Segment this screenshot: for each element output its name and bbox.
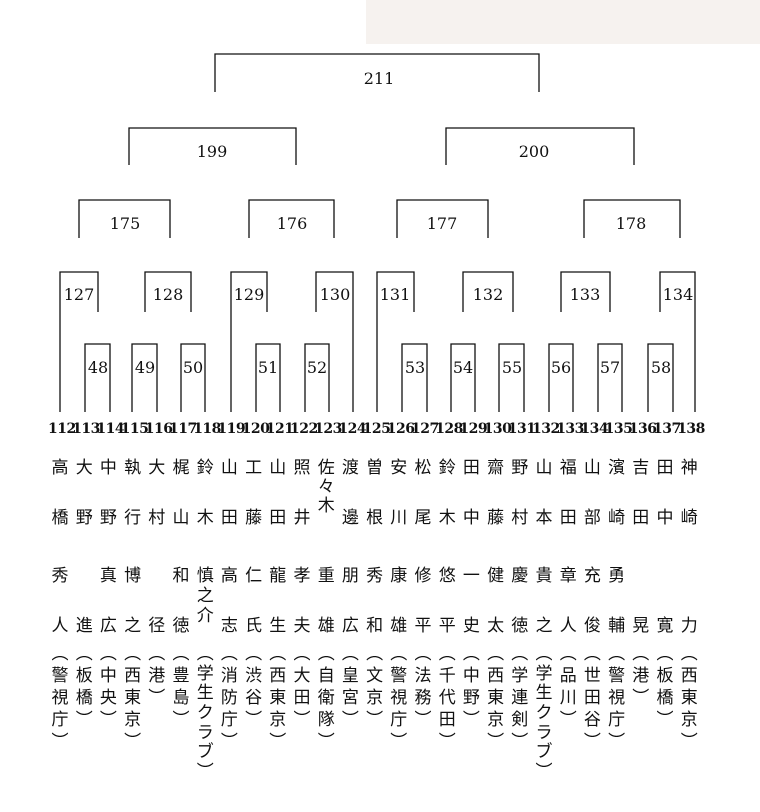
competitor-seed: 115 <box>120 421 149 437</box>
bracket-line-r3-130 <box>315 271 354 412</box>
match-number-r3: 132 <box>472 285 504 304</box>
competitor-seed: 118 <box>193 421 221 437</box>
competitor-seed: 132 <box>532 421 560 437</box>
competitor-seed: 133 <box>556 421 584 437</box>
competitor-seed: 119 <box>217 421 246 437</box>
competitor-seed: 112 <box>48 421 76 437</box>
competitor-seed: 116 <box>144 421 173 437</box>
match-number-r3: 128 <box>152 285 184 304</box>
bracket-line-r1-48 <box>84 343 111 412</box>
bracket-line-r1-51 <box>255 343 281 412</box>
bracket-line-qf4 <box>583 199 681 238</box>
bracket-line-sf2 <box>445 127 635 165</box>
match-number-r1: 48 <box>87 358 109 377</box>
competitor-seed: 129 <box>459 421 488 437</box>
bracket-line-r1-52 <box>304 343 330 412</box>
competitor-seed: 124 <box>338 421 367 437</box>
bracket-line-qf2 <box>248 199 335 238</box>
competitor-seed: 117 <box>169 421 197 437</box>
match-number-r1: 52 <box>306 358 328 377</box>
match-number-r1: 54 <box>452 358 474 377</box>
match-number-r1: 57 <box>599 358 621 377</box>
competitor-seed: 135 <box>604 421 633 437</box>
bracket-line-r1-54 <box>450 343 476 412</box>
competitor-seed: 125 <box>362 421 391 437</box>
bracket-line-r1-50 <box>180 343 206 412</box>
match-number-r1: 55 <box>501 358 523 377</box>
match-number-r3: 133 <box>569 285 601 304</box>
competitor-seed: 126 <box>386 421 415 437</box>
bracket-line-final <box>214 53 540 92</box>
match-number-r1: 56 <box>550 358 572 377</box>
competitor-seed: 122 <box>290 421 318 437</box>
bracket-line-r3-133 <box>560 271 611 312</box>
competitor-seed: 134 <box>580 421 609 437</box>
bracket-line-r1-57 <box>597 343 623 412</box>
match-number-r1: 49 <box>134 358 156 377</box>
competitor-seed: 137 <box>653 421 681 437</box>
match-number-qf: 175 <box>109 214 141 233</box>
match-number-r1: 53 <box>404 358 426 377</box>
bracket-line-r3-131 <box>376 271 415 412</box>
bracket-line-r1-55 <box>498 343 525 412</box>
match-number-final: 211 <box>363 69 395 88</box>
competitor-seed: 127 <box>411 421 439 437</box>
competitor-seed: 114 <box>96 421 125 437</box>
match-number-r3: 131 <box>379 285 411 304</box>
competitor-seed: 121 <box>265 421 294 437</box>
match-number-r3: 134 <box>662 285 694 304</box>
match-number-r1: 58 <box>650 358 672 377</box>
bracket-line-r1-49 <box>131 343 158 412</box>
competitor-seed: 136 <box>628 421 657 437</box>
bracket-line-qf1 <box>78 199 171 238</box>
competitor-seed: 131 <box>507 421 536 437</box>
bracket-line-r1-58 <box>647 343 674 412</box>
match-number-r1: 50 <box>182 358 204 377</box>
competitor-seed: 138 <box>677 421 705 437</box>
competitor-seed: 130 <box>483 421 512 437</box>
match-number-r1: 51 <box>257 358 279 377</box>
match-number-sf: 200 <box>518 142 550 161</box>
competitor-seed: 113 <box>72 421 100 437</box>
scan-tint <box>366 0 760 44</box>
bracket-line-r3-134 <box>659 271 696 412</box>
match-number-qf: 176 <box>276 214 308 233</box>
bracket-line-r3-132 <box>462 271 514 312</box>
competitor-seed: 128 <box>435 421 463 437</box>
bracket-line-qf3 <box>396 199 489 238</box>
competitor-seed: 120 <box>241 421 270 437</box>
bracket-line-r1-53 <box>401 343 428 412</box>
bracket-line-r1-56 <box>548 343 574 412</box>
match-number-r3: 130 <box>319 285 351 304</box>
match-number-r3: 127 <box>63 285 95 304</box>
match-number-sf: 199 <box>196 142 228 161</box>
bracket-line-r3-128 <box>144 271 192 312</box>
bracket-line-r3-127 <box>59 271 99 412</box>
match-number-qf: 178 <box>615 214 647 233</box>
bracket-line-sf1 <box>128 127 297 165</box>
bracket-line-r3-129 <box>230 271 268 412</box>
match-number-r3: 129 <box>233 285 265 304</box>
competitor-seed: 123 <box>314 421 342 437</box>
match-number-qf: 177 <box>426 214 458 233</box>
